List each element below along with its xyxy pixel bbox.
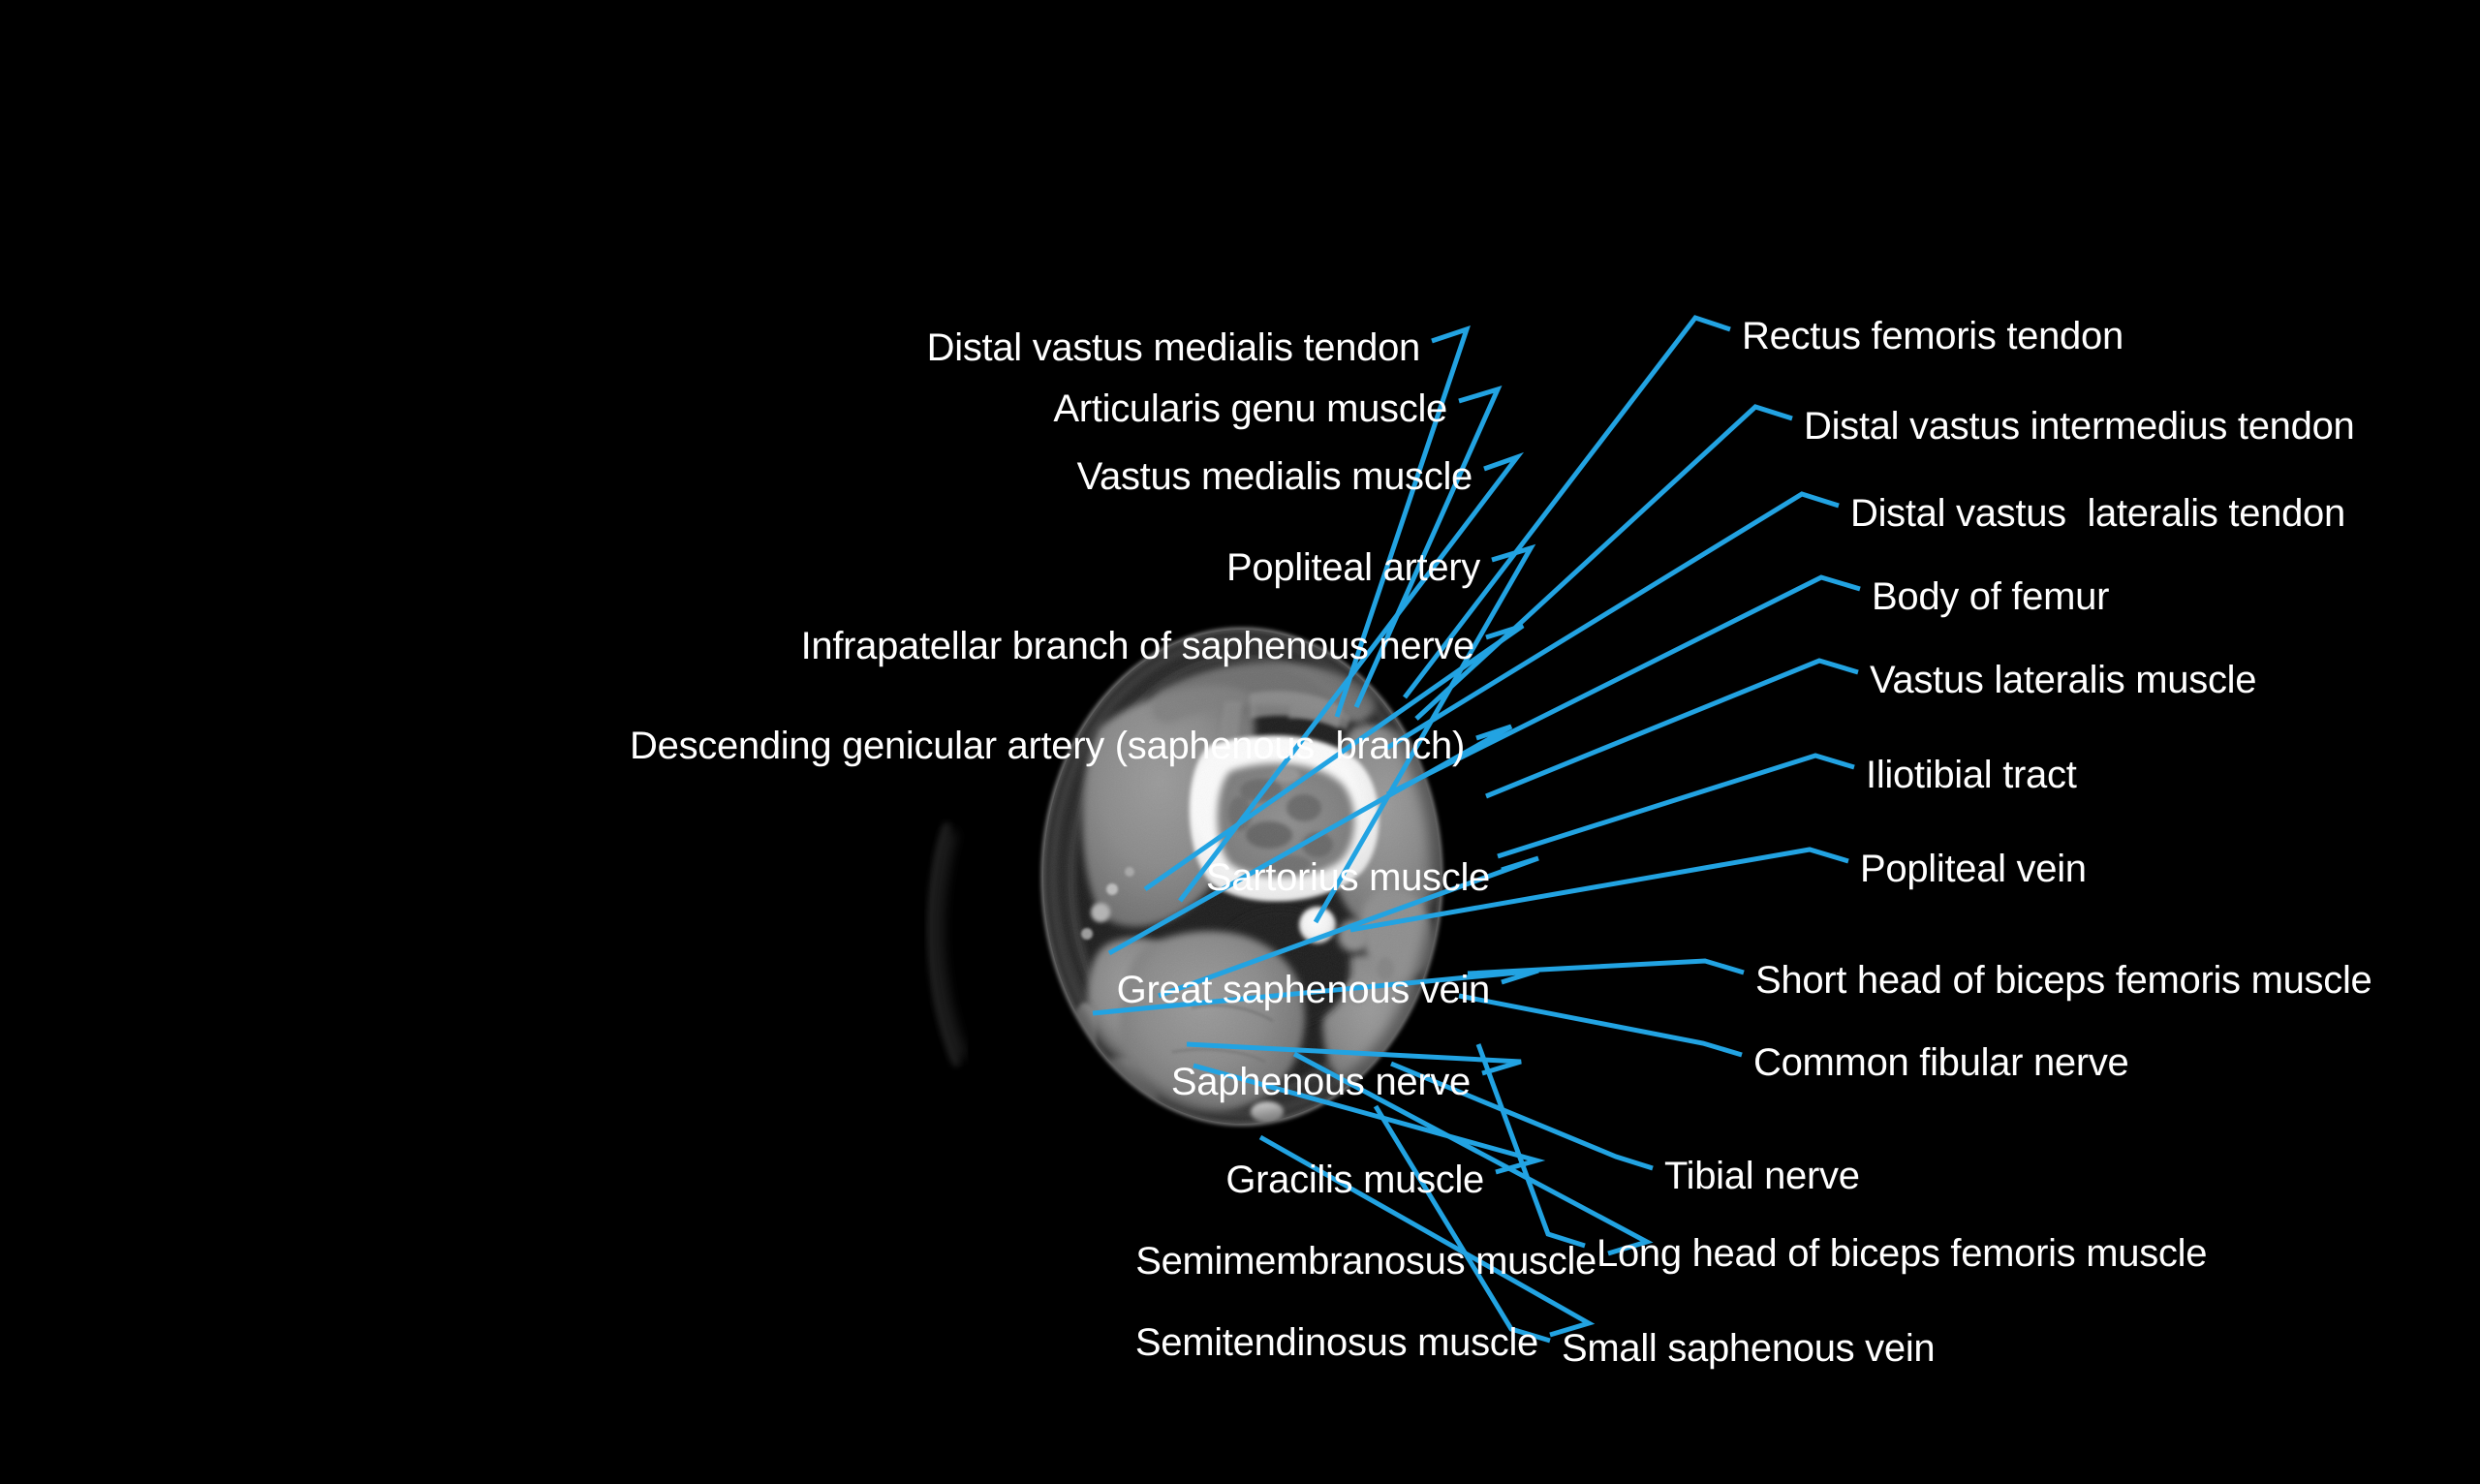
label-distal-vastus-medialis-tendon: Distal vastus medialis tendon [926,326,1421,369]
label-tibial-nerve: Tibial nerve [1664,1155,1860,1197]
label-gracilis-muscle: Gracilis muscle [1225,1159,1484,1201]
label-distal-vastus-lateralis-tendon: Distal vastus lateralis tendon [1850,492,2345,535]
label-semimembranosus-muscle: Semimembranosus muscle [1135,1240,1596,1283]
label-popliteal-artery: Popliteal artery [1226,546,1480,589]
label-common-fibular-nerve: Common fibular nerve [1753,1041,2129,1084]
label-long-head-of-biceps-femoris-muscle: Long head of biceps femoris muscle [1596,1232,2208,1275]
label-vastus-medialis-muscle: Vastus medialis muscle [1076,455,1473,498]
label-semitendinosus-muscle: Semitendinosus muscle [1134,1321,1538,1364]
label-distal-vastus-intermedius-tendon: Distal vastus intermedius tendon [1804,405,2355,448]
label-sartorius-muscle: Sartorius muscle [1205,856,1490,899]
label-rectus-femoris-tendon: Rectus femoris tendon [1742,315,2124,357]
label-popliteal-vein: Popliteal vein [1860,848,2087,890]
label-vastus-lateralis-muscle: Vastus lateralis muscle [1870,659,2257,701]
label-small-saphenous-vein: Small saphenous vein [1562,1327,1936,1370]
label-iliotibial-tract: Iliotibial tract [1866,754,2077,796]
label-saphenous-nerve: Saphenous nerve [1170,1061,1471,1103]
label-infrapatellar-branch-of-saphenous-nerve: Infrapatellar branch of saphenous nerve [800,625,1475,667]
label-articularis-genu-muscle: Articularis genu muscle [1053,387,1447,430]
adjacent-limb-ghost-arc [928,822,967,1067]
label-great-saphenous-vein: Great saphenous vein [1116,969,1491,1011]
label-short-head-of-biceps-femoris-muscle: Short head of biceps femoris muscle [1755,959,2372,1002]
label-body-of-femur: Body of femur [1872,575,2110,618]
label-descending-genicular-artery: Descending genicular artery (saphenous b… [630,725,1465,767]
